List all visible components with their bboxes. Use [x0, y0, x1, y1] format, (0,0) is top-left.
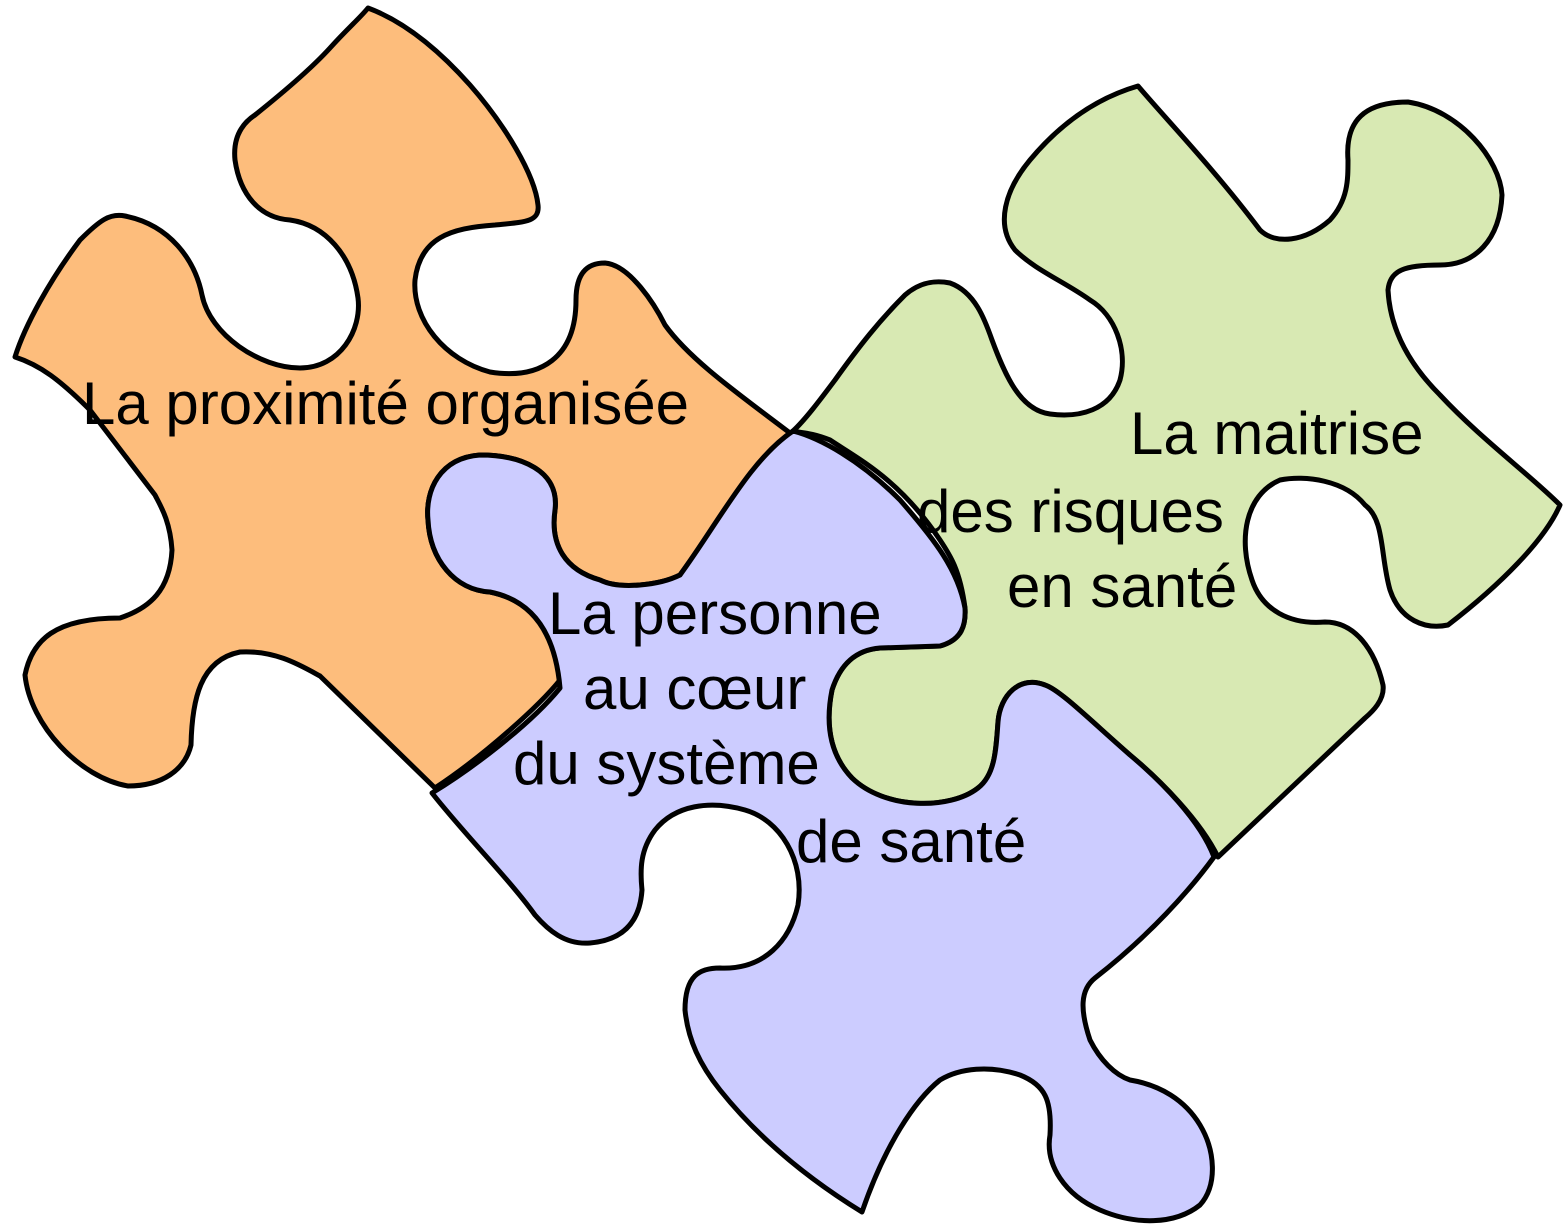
- orange-puzzle-piece: La proximité organisée: [12, 5, 793, 791]
- purple-puzzle-piece: La personne au cœur du système de santé: [425, 428, 1217, 1224]
- orange-piece-label: La proximité organisée: [82, 370, 689, 437]
- green-piece-label-line3: en santé: [1007, 553, 1237, 620]
- green-piece-label-line1: La maitrise: [1130, 400, 1423, 467]
- purple-piece-label-line3: du système: [513, 730, 820, 797]
- purple-piece-label-line1: La personne: [548, 580, 882, 647]
- purple-piece-label-line2: au cœur: [583, 655, 806, 722]
- orange-piece-shape: [12, 5, 793, 791]
- green-puzzle-piece: La maitrise des risques en santé: [790, 83, 1563, 860]
- green-piece-shape: [790, 83, 1563, 860]
- green-piece-label-line2: des risques: [917, 478, 1224, 545]
- purple-piece-label-line4: de santé: [796, 808, 1026, 875]
- purple-piece-shape: [425, 428, 1217, 1224]
